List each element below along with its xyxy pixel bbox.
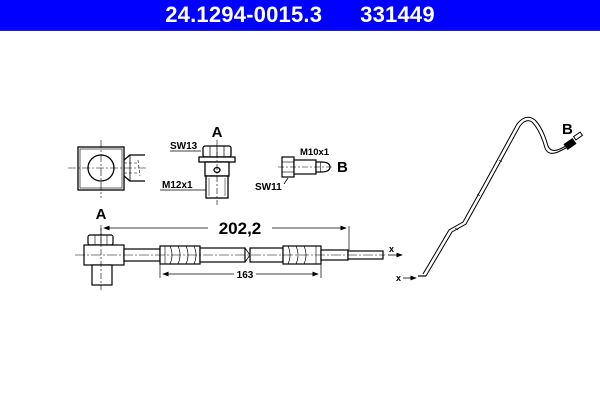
routed-pipe xyxy=(418,116,584,277)
hose-length-dimension: 163 xyxy=(237,270,254,281)
axis-marker-x-routing: x xyxy=(396,273,401,283)
technical-drawing: A SW13 M12x1 M10x1 B SW11 xyxy=(68,116,584,290)
fitting-a-label: A xyxy=(212,124,223,141)
fitting-b-thread: M10x1 xyxy=(300,147,330,158)
overall-length-dimension: 202,2 xyxy=(219,219,262,238)
header-bar: 24.1294-0015.3 331449 xyxy=(0,0,600,31)
routing-end-b-label: B xyxy=(562,121,573,138)
fitting-a-wrench-size: SW13 xyxy=(170,141,198,152)
hose-end-a-label: A xyxy=(96,206,107,223)
axis-marker-x-hose: x xyxy=(389,244,394,254)
connector-b xyxy=(278,156,334,178)
part-number: 24.1294-0015.3 xyxy=(165,2,323,27)
fitting-b-label: B xyxy=(337,159,348,176)
fitting-b-wrench-size: SW11 xyxy=(255,182,282,193)
banjo-bolt-a xyxy=(198,140,236,205)
banjo-side-view xyxy=(68,140,148,198)
reference-number: 331449 xyxy=(360,2,435,27)
hose-assembly xyxy=(75,225,385,290)
fitting-a-thread: M12x1 xyxy=(162,180,193,191)
